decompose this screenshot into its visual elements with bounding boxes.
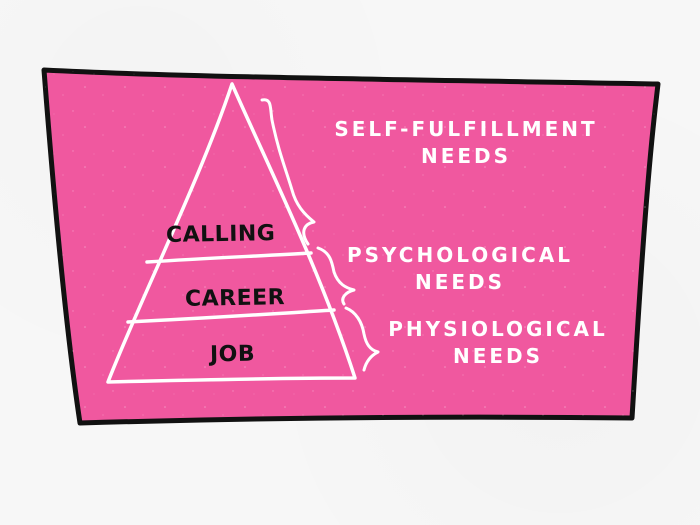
brace-self-fulfillment xyxy=(260,98,316,246)
need-line2: NEEDS xyxy=(452,344,544,368)
pyramid-divider-upper xyxy=(145,251,313,264)
tier-label-career: CAREER xyxy=(184,285,286,312)
braces xyxy=(260,98,380,372)
need-line2: NEEDS xyxy=(414,270,506,294)
need-line1: SELF-FULFILLMENT xyxy=(334,117,598,141)
need-label-physiological: PHYSIOLOGICAL NEEDS xyxy=(382,316,614,370)
pyramid-outline xyxy=(106,82,357,384)
brace-physiological xyxy=(344,306,380,372)
brace-psychological xyxy=(316,246,356,306)
pyramid xyxy=(106,82,357,384)
need-line1: PHYSIOLOGICAL xyxy=(388,317,608,341)
need-label-self-fulfillment: SELF-FULFILLMENT NEEDS xyxy=(326,116,606,170)
need-line1: PSYCHOLOGICAL xyxy=(346,243,574,267)
tier-label-job: JOB xyxy=(209,341,256,368)
need-line2: NEEDS xyxy=(420,144,512,168)
tier-label-calling: CALLING xyxy=(165,221,276,248)
pyramid-divider-lower xyxy=(126,308,336,324)
need-label-psychological: PSYCHOLOGICAL NEEDS xyxy=(330,242,590,296)
pink-card-texture xyxy=(44,70,658,423)
